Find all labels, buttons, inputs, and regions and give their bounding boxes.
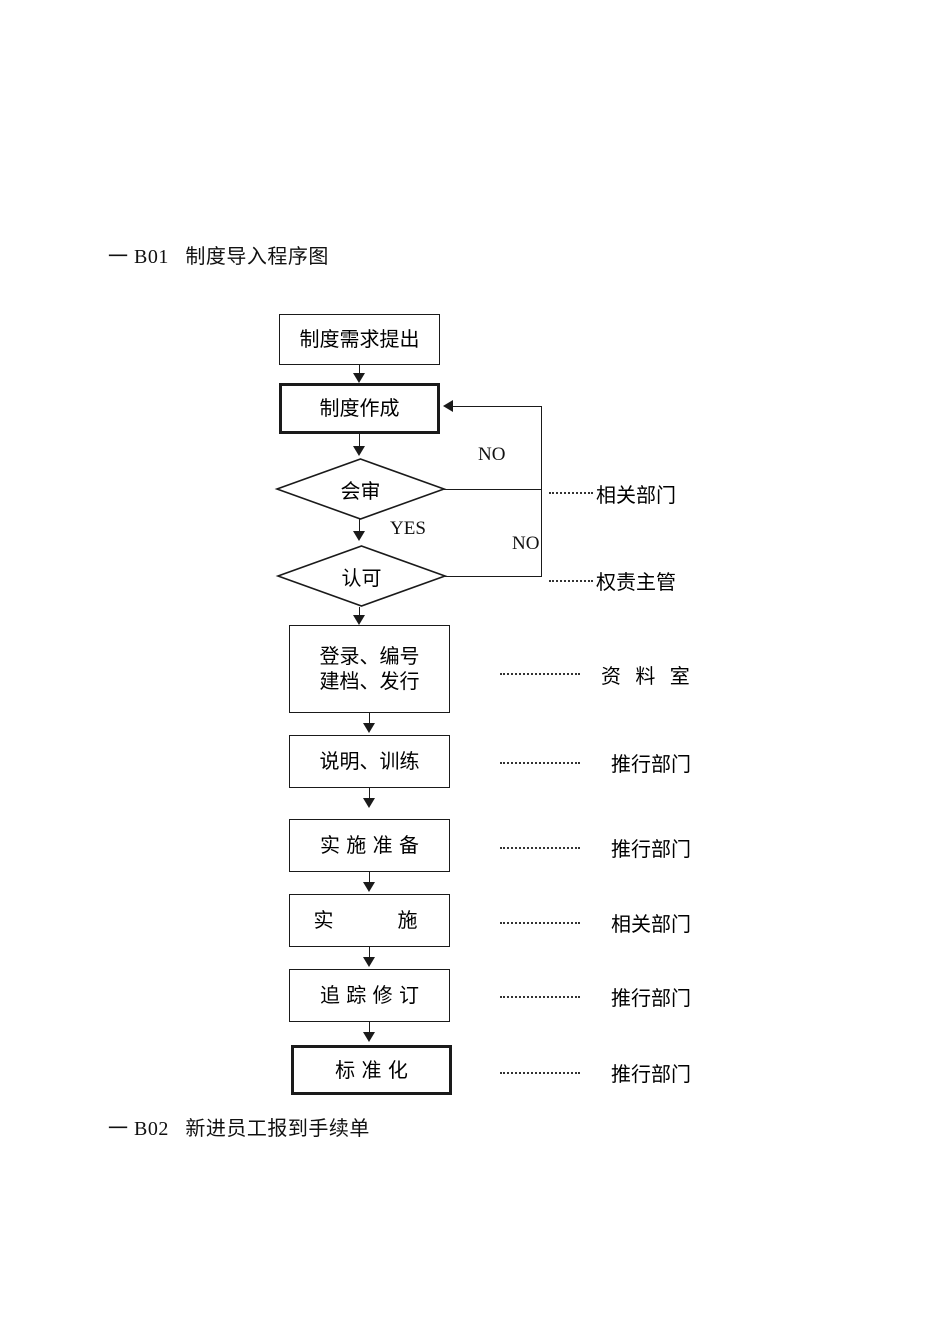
flow-node-preparation-label: 实 施 准 备 xyxy=(319,833,420,857)
flow-node-preparation: 实 施 准 备 xyxy=(289,819,450,872)
flow-node-training-label: 说明、训练 xyxy=(319,749,420,773)
flow-decision-approval: 认可 xyxy=(275,545,448,607)
flow-decision-review-label: 会审 xyxy=(340,478,381,503)
flow-node-registration-line1: 登录、编号 xyxy=(319,644,420,668)
connector-preparation-to-execution xyxy=(369,872,370,884)
flow-node-execution: 实 施 xyxy=(289,894,450,947)
arrowhead-down-icon xyxy=(363,798,375,808)
arrowhead-down-icon xyxy=(353,373,365,383)
diamond-shape-icon xyxy=(275,545,448,607)
branch-label-yes-review: YES xyxy=(390,518,426,539)
arrowhead-down-icon xyxy=(353,531,365,541)
section-heading-b01: 一 B01 制度导入程序图 xyxy=(108,246,329,268)
owner-label-execution: 相关部门 xyxy=(611,912,691,936)
connector-execution-to-followup xyxy=(369,947,370,959)
arrowhead-down-icon xyxy=(363,1032,375,1042)
leader-line-approval-owner xyxy=(549,580,593,582)
flow-node-creation: 制度作成 xyxy=(279,383,440,434)
leader-line-standardization-owner xyxy=(500,1072,580,1074)
flow-node-requirement: 制度需求提出 xyxy=(279,314,440,365)
connector-followup-to-standardization xyxy=(369,1022,370,1034)
arrowhead-down-icon xyxy=(363,957,375,967)
connector-rework-return-top xyxy=(452,406,542,407)
flow-node-requirement-label: 制度需求提出 xyxy=(299,327,420,351)
connector-review-yes-to-approval xyxy=(359,519,360,533)
connector-registration-to-training xyxy=(369,713,370,725)
flow-node-execution-label: 实 施 xyxy=(313,908,426,932)
flow-node-followup-label: 追 踪 修 订 xyxy=(319,983,420,1007)
flow-node-registration-line2: 建档、发行 xyxy=(319,669,420,693)
connector-approval-no-branch xyxy=(445,576,542,577)
connector-training-to-preparation xyxy=(369,788,370,800)
arrowhead-down-icon xyxy=(363,723,375,733)
leader-line-followup-owner xyxy=(500,996,580,998)
owner-label-preparation: 推行部门 xyxy=(611,837,691,861)
leader-line-registration-owner xyxy=(500,673,580,675)
section-heading-b02: 一 B02 新进员工报到手续单 xyxy=(108,1118,370,1140)
arrowhead-down-icon xyxy=(353,446,365,456)
connector-review-no-branch xyxy=(444,489,542,490)
owner-label-registration: 资 料 室 xyxy=(601,664,694,688)
diamond-shape-icon xyxy=(274,458,447,520)
arrowhead-down-icon xyxy=(353,615,365,625)
owner-label-approval: 权责主管 xyxy=(596,570,676,594)
branch-label-no-approval: NO xyxy=(512,533,540,554)
flow-node-followup: 追 踪 修 订 xyxy=(289,969,450,1022)
arrowhead-down-icon xyxy=(363,882,375,892)
owner-label-followup: 推行部门 xyxy=(611,986,691,1010)
owner-label-review: 相关部门 xyxy=(596,483,676,507)
connector-rework-return-line xyxy=(541,406,542,577)
leader-line-execution-owner xyxy=(500,922,580,924)
flow-node-standardization: 标 准 化 xyxy=(291,1045,452,1095)
flow-decision-approval-label: 认可 xyxy=(341,565,382,590)
flow-node-training: 说明、训练 xyxy=(289,735,450,788)
flow-decision-review: 会审 xyxy=(274,458,447,520)
owner-label-standardization: 推行部门 xyxy=(611,1062,691,1086)
branch-label-no-review: NO xyxy=(478,444,506,465)
flow-node-creation-label: 制度作成 xyxy=(319,396,400,420)
leader-line-review-owner xyxy=(549,492,593,494)
leader-line-training-owner xyxy=(500,762,580,764)
leader-line-preparation-owner xyxy=(500,847,580,849)
arrowhead-left-icon xyxy=(443,400,453,412)
owner-label-training: 推行部门 xyxy=(611,752,691,776)
connector-requirement-to-creation xyxy=(359,365,360,375)
flow-node-standardization-label: 标 准 化 xyxy=(335,1057,408,1082)
connector-approval-to-registration xyxy=(359,607,360,618)
connector-creation-to-review xyxy=(359,434,360,448)
flow-node-registration: 登录、编号 建档、发行 xyxy=(289,625,450,713)
